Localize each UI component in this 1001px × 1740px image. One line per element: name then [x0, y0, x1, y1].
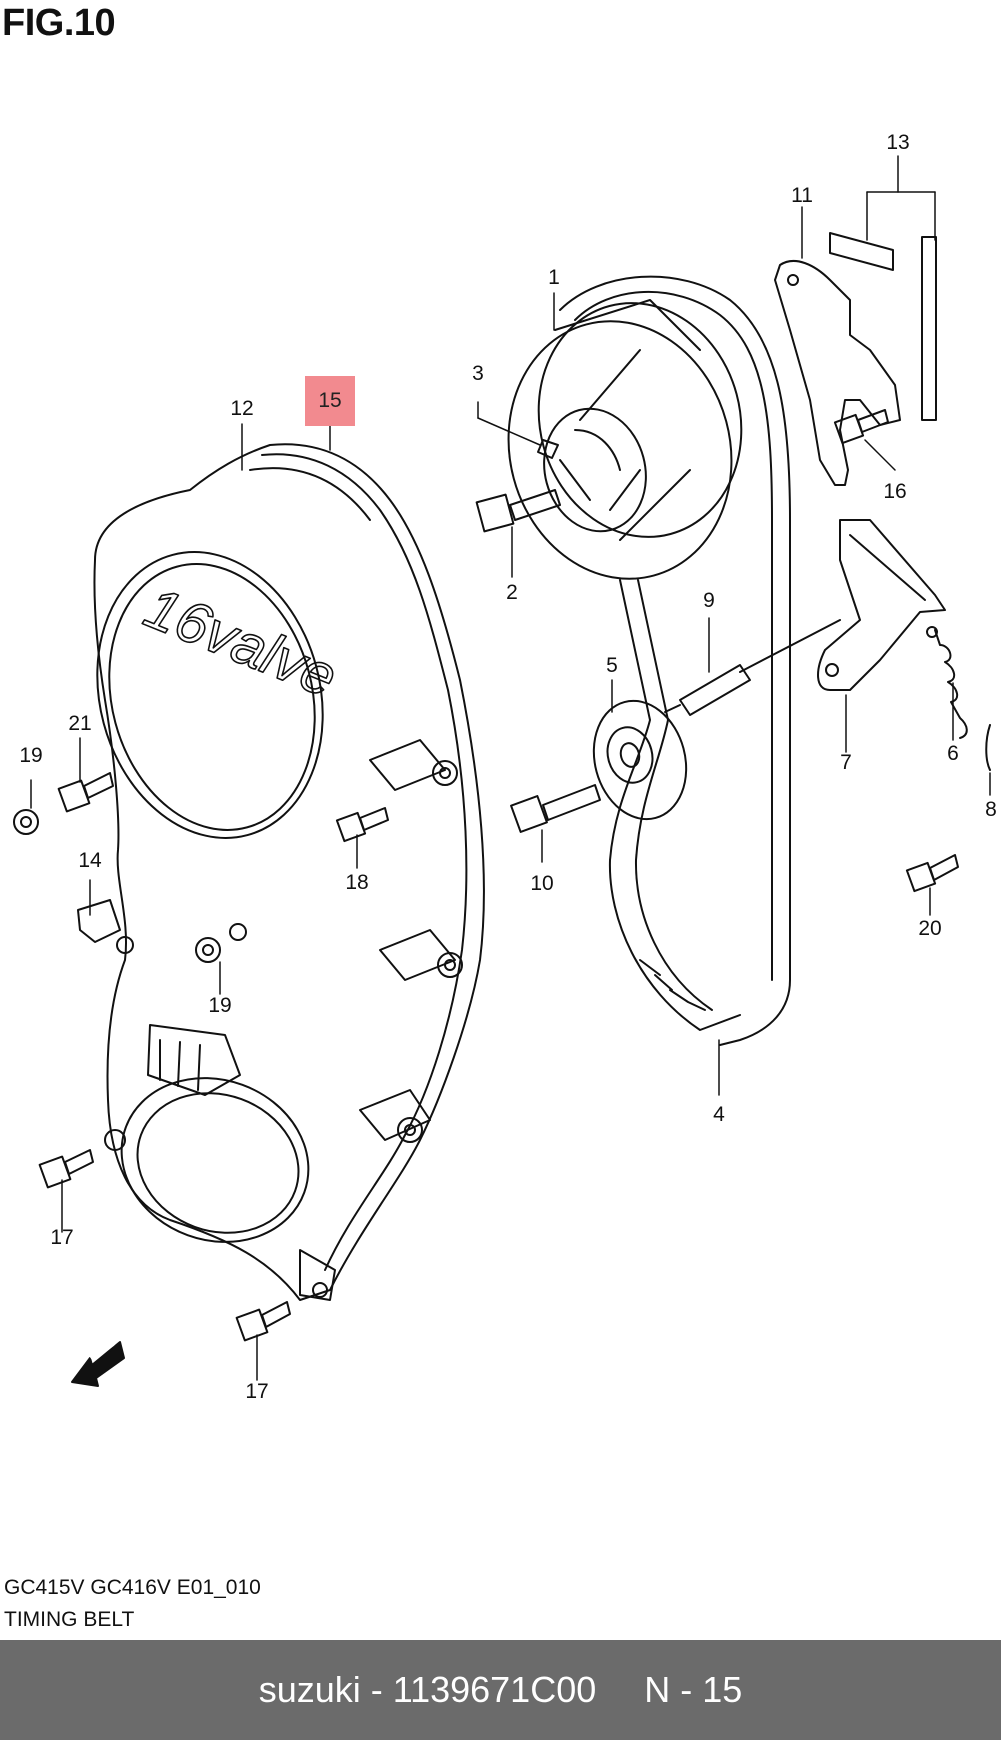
callout-8[interactable]: 8 [985, 798, 997, 821]
callout-9[interactable]: 9 [703, 589, 715, 612]
camshaft-pulley [480, 280, 767, 604]
bolt-20 [907, 855, 958, 891]
callout-7[interactable]: 7 [840, 751, 852, 774]
callout-5[interactable]: 5 [606, 654, 618, 677]
bolt-18 [337, 808, 388, 841]
tensioner-stud [665, 620, 840, 715]
bracket [775, 261, 900, 485]
figure-title: FIG.10 [2, 2, 116, 44]
callout-10[interactable]: 10 [530, 872, 554, 895]
clip [78, 900, 120, 942]
callout-17-upper[interactable]: 17 [50, 1226, 74, 1249]
bolt-17-upper [40, 1150, 93, 1187]
callout-14[interactable]: 14 [78, 849, 102, 872]
nut-19-center [196, 924, 246, 962]
footer-bar: suzuki - 1139671C00 N - 15 [0, 1640, 1001, 1740]
callout-2[interactable]: 2 [506, 581, 518, 604]
callout-4[interactable]: 4 [713, 1103, 725, 1126]
bolt-10 [511, 785, 600, 832]
callout-21[interactable]: 21 [68, 712, 92, 735]
bolt-21 [59, 773, 113, 811]
footer-part-ref: suzuki - 1139671C00 [258, 1669, 597, 1710]
fwd-arrow-icon [72, 1342, 124, 1386]
leader-lines [31, 156, 990, 1380]
timing-belt [560, 277, 790, 1045]
callout-1[interactable]: 1 [548, 266, 560, 289]
cover-logo: 16valve [136, 575, 346, 710]
callout-19-left[interactable]: 19 [19, 744, 43, 767]
tension-spring [927, 627, 967, 738]
dowel-pin [538, 440, 558, 458]
bolt-2 [477, 490, 560, 531]
section-name: TIMING BELT [4, 1608, 135, 1631]
bolt-17-lower [237, 1302, 290, 1340]
callout-18[interactable]: 18 [345, 871, 369, 894]
washer [986, 725, 990, 770]
tensioner-pulley [581, 690, 699, 829]
callout-13[interactable]: 13 [886, 131, 910, 154]
callout-11[interactable]: 11 [791, 184, 813, 207]
footer-position: N - 15 [644, 1669, 743, 1710]
model-codes: GC415V GC416V E01_010 [4, 1576, 261, 1599]
callout-16[interactable]: 16 [883, 480, 907, 503]
callout-19-center[interactable]: 19 [208, 994, 232, 1017]
callout-15-highlighted[interactable]: 15 [305, 376, 355, 426]
timing-belt-cover [66, 444, 484, 1300]
key-set [830, 233, 936, 420]
callout-17-lower[interactable]: 17 [245, 1380, 269, 1403]
bolt-16 [835, 410, 888, 443]
nut-19-left [14, 810, 38, 834]
callout-20[interactable]: 20 [918, 917, 942, 940]
callout-6[interactable]: 6 [947, 742, 959, 765]
callout-3[interactable]: 3 [472, 362, 484, 385]
tensioner-plate [818, 520, 945, 690]
callout-12[interactable]: 12 [230, 397, 254, 420]
